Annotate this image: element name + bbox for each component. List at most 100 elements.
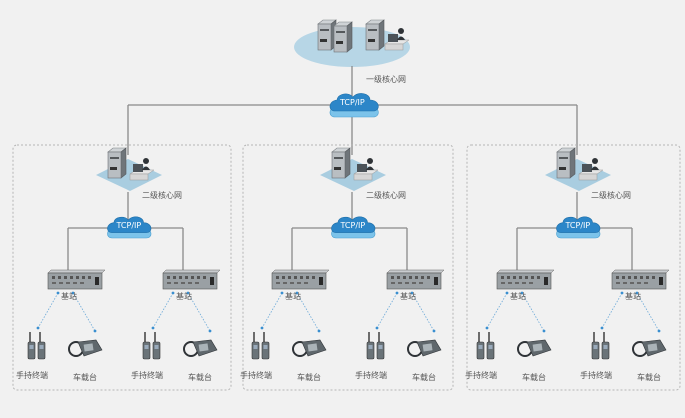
server-slot <box>368 39 375 42</box>
root-operator-console <box>384 28 410 51</box>
bs-led <box>283 282 287 284</box>
root-tcpip-cloud <box>329 93 379 118</box>
server-slot <box>110 167 117 170</box>
panel-2-bs-2-handheld-link <box>376 292 398 329</box>
panel-1-bs-1-vehicle-link <box>72 292 96 332</box>
radio-screen <box>478 345 483 349</box>
bs-led <box>522 282 526 284</box>
panel-3-core-platform <box>545 159 611 191</box>
panel-3-bs-1-vehicle-link <box>521 292 545 332</box>
panel-1-handheld-label-2: 手持终端 <box>131 371 163 380</box>
bs-port <box>421 276 424 279</box>
bs-led <box>419 282 423 284</box>
bs-led <box>412 282 416 284</box>
radio-panel <box>307 343 318 352</box>
radio-body <box>366 341 375 360</box>
server-front <box>365 23 380 51</box>
radio-body <box>152 341 161 360</box>
radio-body <box>486 341 495 360</box>
server-front <box>107 151 122 179</box>
panel-3-tcpip-cloud <box>556 216 601 239</box>
panel-2-core-platform <box>320 159 386 191</box>
bs-led <box>73 282 77 284</box>
radio-screen <box>488 345 493 349</box>
panel-2-base-station-1 <box>271 269 330 290</box>
operator-body <box>366 166 374 170</box>
panel-2-bs-2-vehicle-link <box>411 292 435 332</box>
bs-port <box>70 276 73 279</box>
bs-led <box>637 282 641 284</box>
panel-1-bs-2-handheld-link <box>152 292 174 329</box>
bs-led <box>188 282 192 284</box>
bs-led <box>80 282 84 284</box>
server-side <box>346 21 353 53</box>
bs-port <box>191 276 194 279</box>
server-side <box>120 147 127 179</box>
bs-switch <box>434 277 438 285</box>
root-server-2 <box>333 21 353 53</box>
panel-3-base-station-1 <box>496 269 555 290</box>
bs-front <box>47 272 103 290</box>
radio-panel <box>647 343 658 352</box>
link-dot <box>657 329 661 333</box>
panel-1-tcpip-label: TCP/IP <box>116 220 142 230</box>
operator-head <box>367 158 373 164</box>
panel-3-vehicle-label-2: 车载台 <box>637 373 661 382</box>
server-slot <box>334 167 341 170</box>
bs-led <box>297 282 301 284</box>
link-dot <box>317 329 321 333</box>
bs-port <box>513 276 516 279</box>
bs-port <box>415 276 418 279</box>
bs-port <box>58 276 61 279</box>
radio-body <box>251 341 260 360</box>
radio-screen <box>39 345 44 349</box>
panel-1-core-label: 二级核心网 <box>142 191 182 200</box>
panel-2-tcpip-cloud <box>331 216 376 239</box>
panel-2-handheld-terminals-1 <box>251 332 270 360</box>
operator-head <box>143 158 149 164</box>
panel-1-tcpip-cloud <box>107 216 152 239</box>
radio-body <box>27 341 36 360</box>
link-dot <box>260 326 264 330</box>
radio-body <box>261 341 270 360</box>
radio-screen <box>378 345 383 349</box>
panel-2-server <box>331 147 351 179</box>
bs-led <box>66 282 70 284</box>
bs-front <box>271 272 327 290</box>
panel-2-tcpip-label: TCP/IP <box>340 220 366 230</box>
bs-front <box>611 272 667 290</box>
panel-2-handheld-label-1: 手持终端 <box>240 371 272 380</box>
bs-port <box>616 276 619 279</box>
bs-top <box>162 269 221 274</box>
desk-front <box>384 43 404 51</box>
bs-led <box>304 282 308 284</box>
bs-top <box>47 269 106 274</box>
bs-led <box>167 282 171 284</box>
bs-port <box>82 276 85 279</box>
bs-led <box>181 282 185 284</box>
radio-body <box>376 341 385 360</box>
server-side <box>378 19 385 51</box>
radio-screen <box>253 345 258 349</box>
panel-1-vehicle-radio-2 <box>183 339 218 357</box>
link-dot <box>295 291 299 295</box>
bs-top <box>386 269 445 274</box>
bs-switch <box>544 277 548 285</box>
panel-2-border <box>242 144 454 391</box>
link-dot <box>395 291 399 295</box>
radio-body <box>591 341 600 360</box>
panel-2-base-station-2-label: 基站 <box>400 292 416 301</box>
bs-led <box>623 282 627 284</box>
server-bay <box>320 29 329 31</box>
link-dot <box>151 326 155 330</box>
server-side <box>569 147 576 179</box>
panel-2-handheld-terminals-2 <box>366 332 385 360</box>
panel-2-handheld-label-2: 手持终端 <box>355 371 387 380</box>
bs-port <box>282 276 285 279</box>
bs-port <box>531 276 534 279</box>
panel-3-tcpip-label: TCP/IP <box>565 220 591 230</box>
link-dot <box>171 291 175 295</box>
bs-led <box>276 282 280 284</box>
operator-body <box>142 166 150 170</box>
root-label: 一级核心网 <box>366 75 406 84</box>
